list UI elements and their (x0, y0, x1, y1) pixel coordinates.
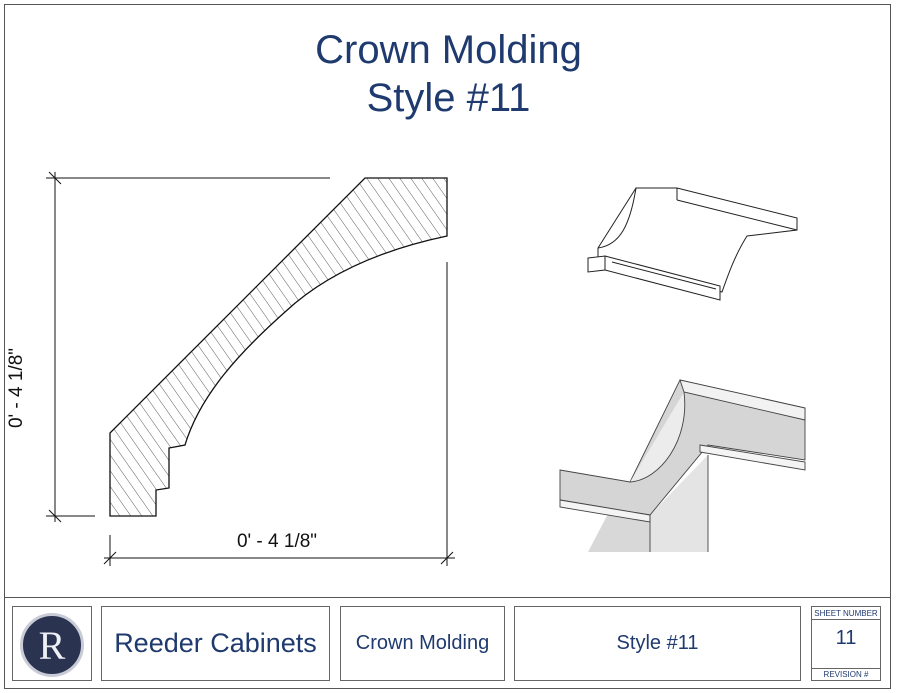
sheet-number-box: SHEET NUMBER 11 REVISION # (811, 606, 881, 681)
drawing-name: Crown Molding (355, 632, 490, 654)
company-name-box: Reeder Cabinets (101, 606, 330, 681)
title-line-1: Crown Molding (315, 28, 582, 72)
molding-isometric-view (587, 187, 798, 301)
revision-label: REVISION # (812, 668, 880, 680)
sheet-number-label: SHEET NUMBER (812, 608, 880, 620)
width-dimension-label: 0' - 4 1/8" (236, 531, 318, 552)
drawing-sheet (4, 4, 891, 689)
sheet-number: 11 (835, 627, 857, 649)
profile-outline (109, 177, 448, 517)
molding-corner-render (559, 379, 806, 552)
title-line-2: Style #11 (366, 76, 531, 120)
company-logo: R (20, 613, 84, 677)
drawing-name-box: Crown Molding (340, 606, 505, 681)
height-dimension-label: 0' - 4 1/8" (6, 347, 27, 429)
style-box: Style #11 (514, 606, 801, 681)
molding-profile-section (109, 177, 448, 517)
company-name: Reeder Cabinets (114, 628, 317, 658)
page-title: Crown Molding Style #11 (0, 26, 897, 122)
style-name: Style #11 (616, 632, 699, 654)
width-dimension (103, 262, 455, 566)
logo-box: R (12, 606, 92, 681)
height-dimension (46, 171, 330, 523)
molding-drawings (46, 171, 806, 566)
logo-letter: R (38, 622, 66, 668)
title-block-divider (4, 597, 891, 598)
